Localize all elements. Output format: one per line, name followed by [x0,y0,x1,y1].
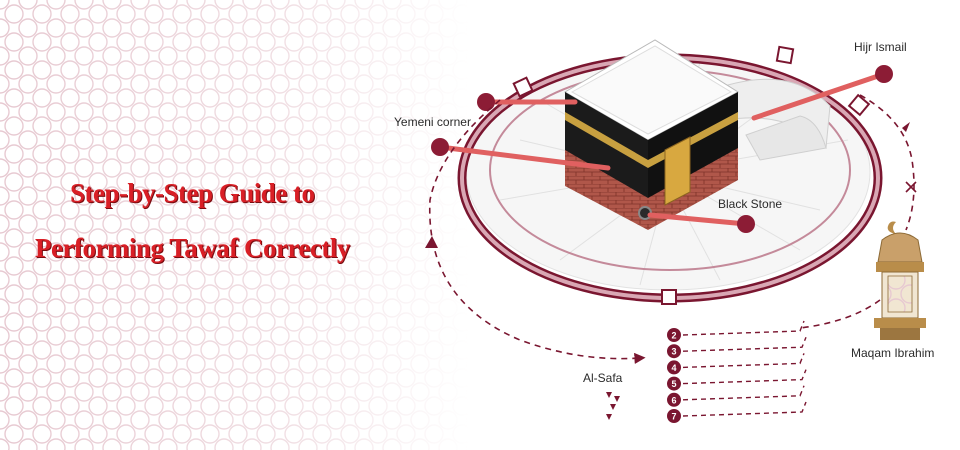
round-path-3 [683,337,806,351]
round-number-5: 5 [671,379,676,389]
black-stone-dot [737,215,755,233]
yemeni-corner-label: Yemeni corner [394,115,471,129]
round-number-3: 3 [671,347,676,357]
round-path-7 [683,402,806,416]
hijr-ismail-label: Hijr Ismail [854,40,907,54]
dashed-arrow-icon [902,122,910,132]
round-number-4: 4 [671,363,676,373]
round-number-2: 2 [671,331,676,341]
background-pattern [0,0,470,450]
al-safa-label: Al-Safa [583,371,622,385]
round-list: 2 3 4 5 6 7 [667,321,806,423]
al-safa-arrows [606,392,620,420]
hijr-ismail-dot [875,65,893,83]
round-number-7: 7 [671,412,676,422]
yemeni-corner-dot [431,138,449,156]
round-path-6 [683,386,804,400]
maqam-ibrahim-label: Maqam Ibrahim [851,346,934,360]
black-stone-label: Black Stone [718,197,782,211]
top-left-dot [477,93,495,111]
title-line-2: Performing Tawaf Correctly [35,233,350,264]
round-path-2 [683,321,804,335]
title-line-1: Step-by-Step Guide to [70,178,315,209]
round-number-6: 6 [671,395,676,405]
lantern-icon [874,222,926,341]
round-path-5 [683,370,806,384]
round-path-4 [683,353,804,367]
